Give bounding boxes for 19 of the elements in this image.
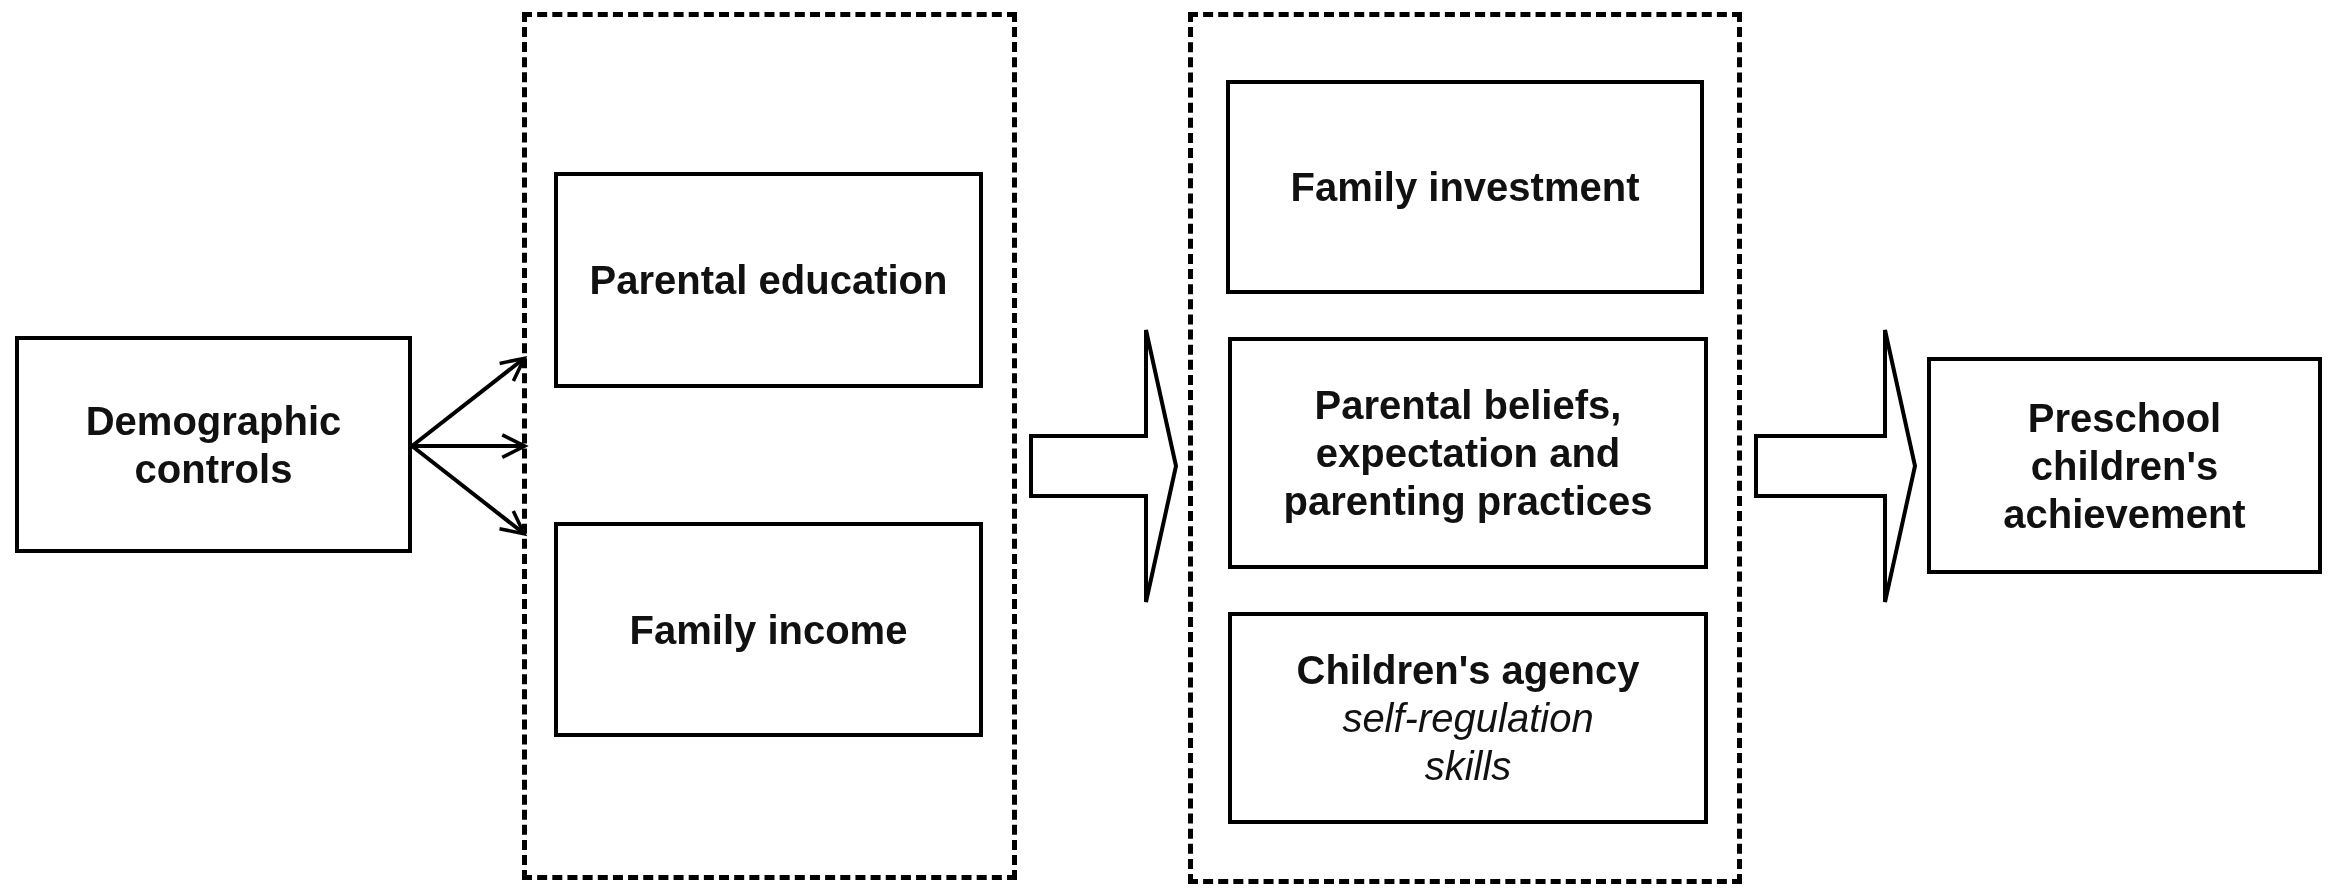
block-arrow	[1029, 328, 1179, 604]
process-box	[1226, 80, 1704, 294]
node-label: Parental beliefs, expectation and parenting practices	[1282, 382, 1654, 525]
arrow	[412, 434, 526, 458]
node-subtext: self-regulation skills	[1341, 695, 1595, 790]
node-label: Demographic controls	[84, 397, 343, 493]
node-label: Family investment	[1290, 164, 1640, 211]
process-box	[15, 336, 412, 553]
dashed-group-box	[1188, 12, 1742, 884]
node-label: Parental education	[589, 257, 948, 304]
node-label: Children's agency	[1296, 647, 1640, 694]
process-box	[1927, 357, 2322, 574]
node-label: Preschool children's achievement	[2002, 394, 2247, 538]
process-box	[1228, 612, 1708, 824]
node-label: Family income	[629, 606, 908, 654]
process-box	[554, 522, 983, 737]
dashed-group-box	[522, 12, 1017, 880]
process-box	[1228, 337, 1708, 569]
process-box	[554, 172, 983, 388]
